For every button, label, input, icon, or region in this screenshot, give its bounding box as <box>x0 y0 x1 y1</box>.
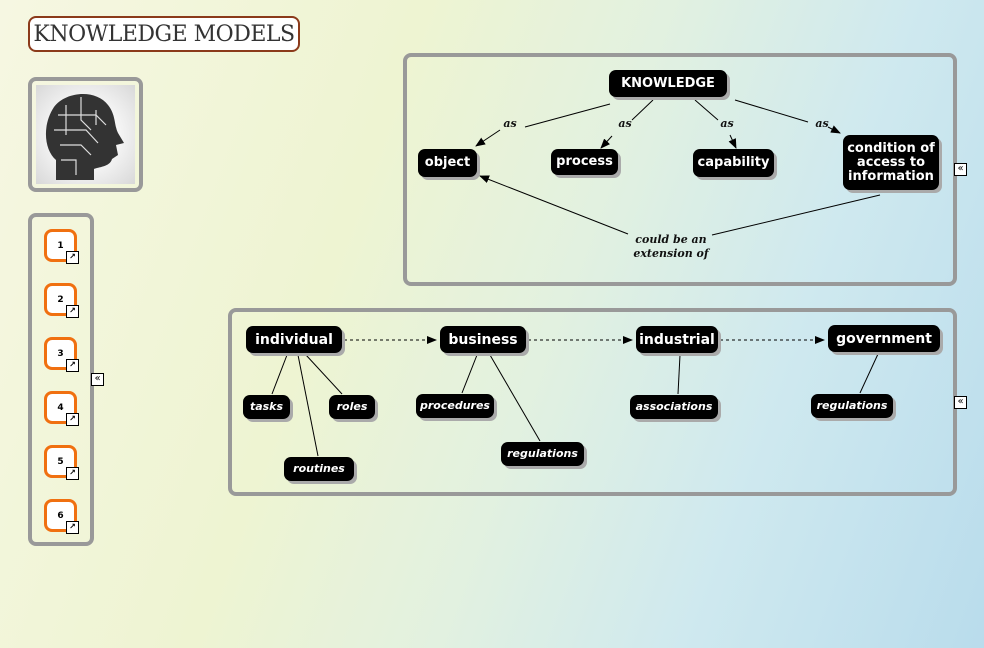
link-arrow-icon[interactable]: ↗ <box>66 251 79 264</box>
node-business[interactable]: business <box>440 326 526 353</box>
node-individual[interactable]: individual <box>246 326 342 353</box>
node-tasks[interactable]: tasks <box>243 395 290 419</box>
nav-item-3[interactable]: 3↗ <box>44 337 79 372</box>
link-label-as: as <box>618 117 632 130</box>
nav-item-1[interactable]: 1↗ <box>44 229 79 264</box>
node-routines[interactable]: routines <box>284 457 354 481</box>
nav-item-label: 5 <box>57 456 64 467</box>
link-arrow-icon[interactable]: ↗ <box>66 413 79 426</box>
node-regulations[interactable]: regulations <box>811 394 893 418</box>
nav-item-4[interactable]: 4↗ <box>44 391 79 426</box>
collapse-icon[interactable]: « <box>954 163 967 176</box>
nav-item-2[interactable]: 2↗ <box>44 283 79 318</box>
node-procedures[interactable]: procedures <box>416 394 494 418</box>
nav-item-label: 4 <box>57 402 64 413</box>
node-object[interactable]: object <box>418 149 477 177</box>
circuit-head-image <box>36 85 135 184</box>
node-condition-of-access[interactable]: condition of access to information <box>843 135 939 190</box>
link-arrow-icon[interactable]: ↗ <box>66 467 79 480</box>
node-process[interactable]: process <box>551 149 618 175</box>
link-arrow-icon[interactable]: ↗ <box>66 359 79 372</box>
collapse-icon[interactable]: « <box>91 373 104 386</box>
node-regulations[interactable]: regulations <box>501 442 584 466</box>
nav-item-label: 2 <box>57 294 64 305</box>
link-label-as: as <box>503 117 517 130</box>
circuit-head-icon <box>45 93 124 180</box>
collapse-icon[interactable]: « <box>954 396 967 409</box>
node-capability[interactable]: capability <box>693 149 774 177</box>
link-label-extension: could be an <box>635 233 707 246</box>
nav-item-label: 3 <box>57 348 64 359</box>
node-knowledge[interactable]: KNOWLEDGE <box>609 70 727 97</box>
link-arrow-icon[interactable]: ↗ <box>66 521 79 534</box>
node-industrial[interactable]: industrial <box>636 326 718 353</box>
node-roles[interactable]: roles <box>329 395 375 419</box>
link-label-as: as <box>815 117 829 130</box>
link-arrow-icon[interactable]: ↗ <box>66 305 79 318</box>
node-government[interactable]: government <box>828 325 940 352</box>
node-associations[interactable]: associations <box>630 395 718 419</box>
head-image-frame <box>28 77 143 192</box>
link-label-as: as <box>720 117 734 130</box>
nav-item-5[interactable]: 5↗ <box>44 445 79 480</box>
link-label-extension: extension of <box>633 247 709 260</box>
page-title: KNOWLEDGE MODELS <box>28 16 300 52</box>
nav-item-6[interactable]: 6↗ <box>44 499 79 534</box>
nav-item-label: 1 <box>57 240 64 251</box>
nav-item-label: 6 <box>57 510 64 521</box>
